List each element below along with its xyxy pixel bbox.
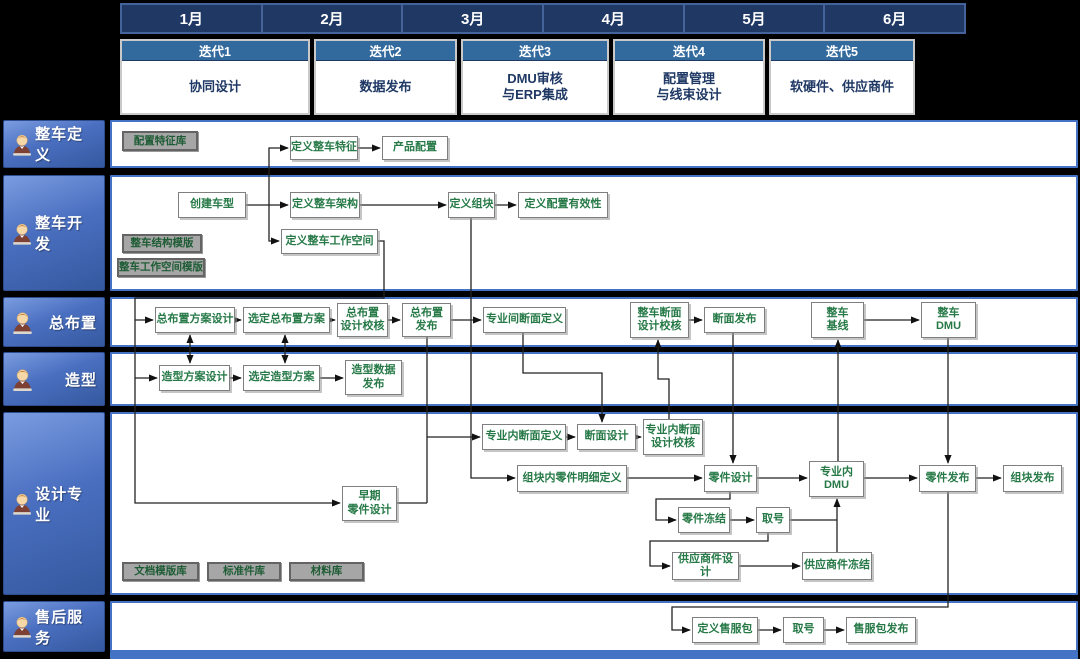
database-box-config-feature-lib: 配置特征库: [122, 131, 198, 151]
flow-box-supplier-part-design: 供应商件设计: [672, 552, 739, 580]
flow-box-vehicle-baseline: 整车 基线: [811, 302, 864, 338]
person-icon: [13, 223, 32, 245]
month-cell: 1月: [122, 5, 263, 32]
flow-box-supplier-part-freeze: 供应商件冻结: [802, 552, 872, 580]
lane-frame-vehicle-definition: [110, 120, 1078, 168]
iteration-label: DMU审核 与ERP集成: [502, 70, 568, 102]
iteration-title: 迭代4: [615, 41, 763, 61]
flow-box-styling-scheme-design: 造型方案设计: [159, 365, 230, 391]
iteration-label: 配置管理 与线束设计: [656, 70, 722, 102]
flow-box-product-config: 产品配置: [382, 136, 448, 160]
flow-box-section-release: 断面发布: [704, 307, 765, 333]
database-box-doc-template-lib: 文档模版库: [122, 562, 199, 581]
flow-box-part-freeze: 零件冻结: [678, 507, 730, 533]
lane-label-text: 整车定义: [35, 126, 84, 164]
flow-box-intra-dmu: 专业内 DMU: [809, 461, 864, 497]
iteration-title: 迭代3: [463, 41, 607, 61]
lane-frame-after-sales: [110, 601, 1078, 652]
flow-box-early-part-design: 早期 零件设计: [342, 486, 397, 521]
flow-box-select-styling-scheme: 选定造型方案: [243, 365, 320, 391]
iteration-block: 迭代1 协同设计: [120, 39, 310, 115]
flow-box-part-release: 零件发布: [919, 465, 976, 492]
flow-box-layout-design-check: 总布置 设计校核: [337, 303, 388, 337]
flow-box-section-design: 断面设计: [577, 424, 636, 450]
flow-box-module-part-detail-def: 组块内零件明细定义: [517, 465, 627, 492]
flow-box-define-service-pack: 定义售服包: [692, 617, 758, 643]
iteration-block: 迭代4 配置管理 与线束设计: [613, 39, 765, 115]
bottom-strip: [110, 652, 1078, 659]
month-cell: 4月: [544, 5, 685, 32]
lane-label-vehicle-definition: 整车定义: [3, 120, 105, 168]
month-cell: 6月: [883, 11, 907, 28]
person-icon: [13, 134, 32, 156]
lane-label-text: 整车开发: [35, 215, 84, 253]
flow-box-get-number-1: 取号: [756, 507, 790, 533]
iteration-title: 迭代5: [771, 41, 913, 61]
person-icon: [13, 493, 32, 515]
person-icon: [13, 616, 32, 638]
flow-box-layout-scheme-design: 总布置方案设计: [155, 307, 235, 333]
database-box-material-lib: 材料库: [289, 562, 364, 581]
flow-box-define-vehicle-arch: 定义整车架构: [290, 192, 360, 218]
flow-box-create-model: 创建车型: [178, 192, 246, 218]
lane-label-text: 总布置: [48, 314, 97, 332]
person-icon: [13, 369, 32, 391]
database-box-vehicle-workspace-template: 整车工作空间模版: [117, 258, 205, 277]
lane-label-text: 设计专业: [35, 485, 84, 524]
flow-box-define-config-validity: 定义配置有效性: [518, 192, 608, 218]
flow-box-intra-discipline-section-def: 专业内断面定义: [482, 424, 566, 450]
flow-box-vehicle-section-check: 整车断面 设计校核: [630, 302, 689, 338]
flow-box-module-release: 组块发布: [1003, 465, 1062, 492]
iteration-label: 数据发布: [359, 78, 412, 94]
flow-box-define-module: 定义组块: [448, 192, 495, 218]
flow-box-select-layout-scheme: 选定总布置方案: [243, 307, 330, 333]
flow-box-get-number-2: 取号: [783, 617, 824, 643]
month-cell: 5月: [685, 5, 826, 32]
database-box-vehicle-structure-template: 整车结构模版: [122, 234, 202, 253]
database-box-standard-part-lib: 标准件库: [207, 562, 281, 581]
flow-box-styling-data-release: 造型数据 发布: [345, 360, 402, 395]
flow-box-define-vehicle-feature: 定义整车特征: [290, 136, 358, 160]
iteration-title: 迭代1: [122, 41, 308, 61]
lane-label-design-discipline: 设计专业: [3, 412, 105, 595]
lane-label-styling: 造型: [3, 352, 105, 406]
lane-label-text: 售后服务: [35, 608, 84, 647]
iteration-block: 迭代5 软硬件、供应商件: [769, 39, 915, 115]
iteration-title: 迭代2: [316, 41, 455, 61]
lane-label-text: 造型: [64, 371, 97, 389]
flow-box-vehicle-dmu: 整车 DMU: [921, 302, 976, 338]
flow-box-layout-release: 总布置 发布: [402, 303, 451, 337]
person-icon: [13, 312, 32, 334]
flow-box-part-design: 零件设计: [704, 465, 757, 492]
flow-box-intra-section-check: 专业内断面 设计校核: [643, 419, 703, 455]
flow-box-service-pack-release: 售服包发布: [846, 617, 916, 643]
lane-label-general-layout: 总布置: [3, 297, 105, 347]
flow-box-inter-discipline-section-def: 专业间断面定义: [483, 307, 566, 333]
month-cell: 2月: [263, 5, 404, 32]
month-cell: 3月: [403, 5, 545, 32]
flow-box-define-vehicle-workspace: 定义整车工作空间: [281, 229, 378, 254]
iteration-label: 协同设计: [188, 78, 241, 94]
lane-label-after-sales: 售后服务: [3, 601, 105, 652]
iteration-block: 迭代2 数据发布: [314, 39, 457, 115]
iteration-label: 软硬件、供应商件: [789, 78, 894, 94]
lane-label-vehicle-development: 整车开发: [3, 175, 105, 291]
